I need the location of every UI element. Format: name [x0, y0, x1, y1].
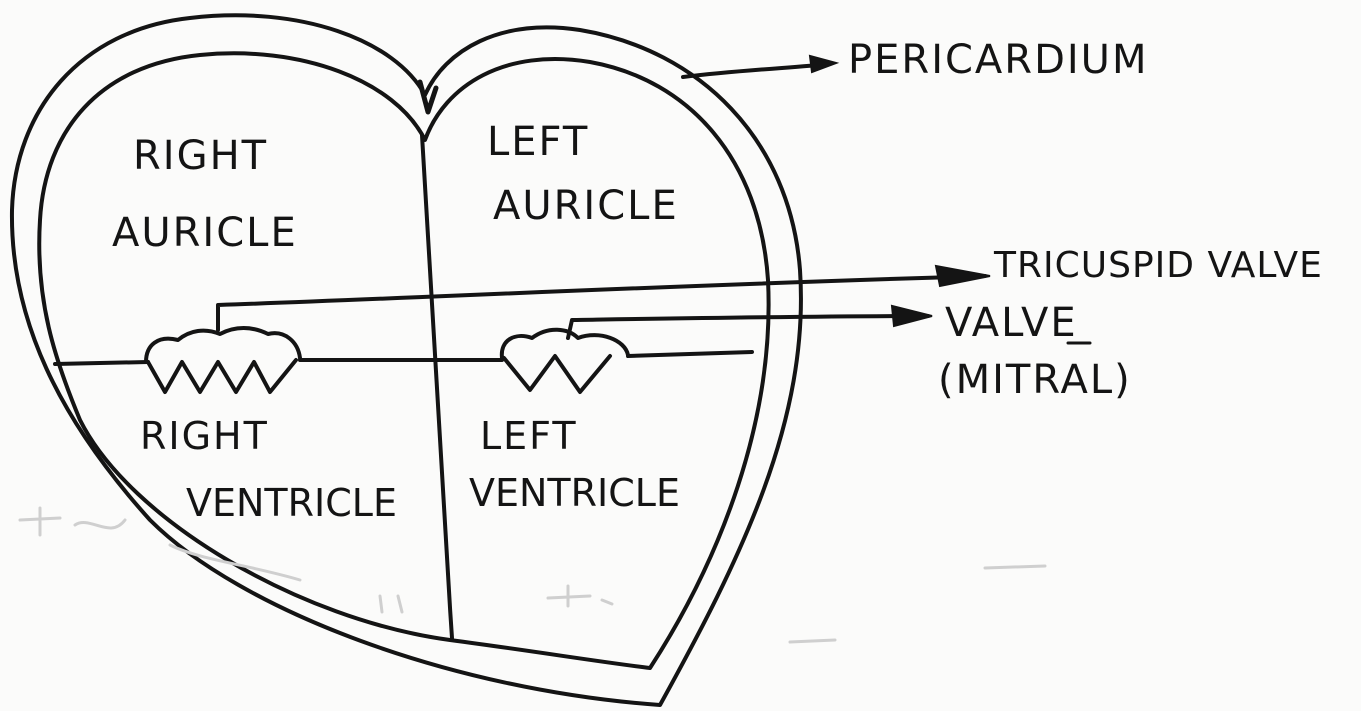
- pericardium-leader-line: [683, 64, 830, 77]
- mitral-arrowhead: [892, 306, 932, 326]
- right-auricle-label-line2: AURICLE: [112, 213, 298, 253]
- mitral-leader-line: [568, 316, 928, 338]
- right-ventricle-label-line1: RIGHT: [140, 417, 269, 455]
- pericardium-label: PERICARDIUM: [848, 40, 1148, 80]
- tricuspid-leader-line: [218, 276, 985, 330]
- tricuspid-valve-label: TRICUSPID VALVE: [994, 248, 1323, 284]
- left-ventricle-label-line1: LEFT: [480, 417, 578, 455]
- mitral-valve-label-line1: VALVE: [945, 303, 1078, 343]
- pericardium-arrowhead: [810, 56, 836, 72]
- tricuspid-valve-drawing: [146, 328, 300, 392]
- septum-line: [422, 135, 452, 638]
- right-ventricle-label-line2: VENTRICLE: [186, 484, 397, 522]
- atrioventricular-divider: [55, 352, 752, 364]
- mitral-valve-drawing: [502, 330, 628, 392]
- left-ventricle-label-line2: VENTRICLE: [469, 474, 680, 512]
- tricuspid-arrowhead: [936, 266, 990, 286]
- mitral-valve-label-line2: (MITRAL): [938, 360, 1132, 400]
- right-auricle-label-line1: RIGHT: [133, 136, 268, 176]
- faint-pencil-marks: [20, 508, 1045, 642]
- left-auricle-label-line2: AURICLE: [493, 186, 679, 226]
- left-auricle-label-line1: LEFT: [487, 122, 589, 162]
